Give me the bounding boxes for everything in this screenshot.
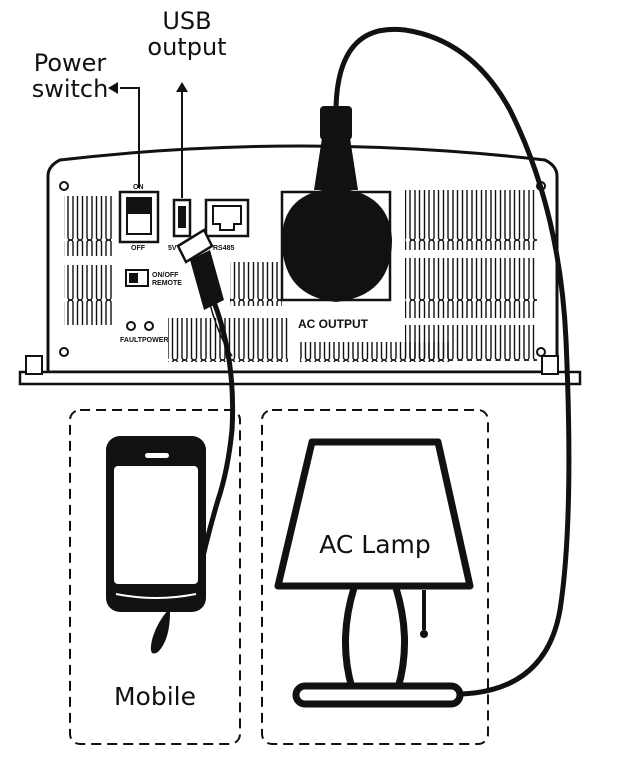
usb-output-line1: USB — [162, 7, 212, 35]
usb-output-callout — [176, 82, 188, 198]
usb-plug — [176, 228, 224, 310]
vent-right-bottom — [405, 325, 537, 361]
vent-right-lower — [405, 258, 537, 318]
inverter-foot-left — [25, 355, 43, 375]
vent-left-lower — [64, 265, 114, 325]
screw-top-left — [59, 181, 69, 191]
dip-label-line2: REMOTE — [152, 280, 182, 287]
vent-mid — [230, 262, 282, 306]
dip-label-line1: ON/OFF — [152, 272, 179, 279]
power-switch-label: Power switch — [20, 50, 120, 102]
lamp-box — [261, 409, 489, 745]
rs485-label: RS485 — [213, 245, 235, 252]
usb-cable-callout-line — [203, 277, 233, 357]
rs485-port[interactable] — [204, 198, 250, 238]
usb-output-line2: output — [147, 33, 227, 61]
ac-plug — [282, 106, 392, 302]
power-switch[interactable] — [118, 190, 160, 244]
inverter-foot-right — [541, 355, 559, 375]
switch-off-label: OFF — [131, 245, 146, 252]
ac-lamp-label: AC Lamp — [319, 530, 431, 559]
power-switch-line1: Power — [33, 49, 107, 77]
usb-port[interactable] — [172, 198, 192, 238]
mobile-label: Mobile — [113, 682, 196, 711]
remote-dip-switch[interactable] — [125, 269, 149, 287]
screw-bottom-left — [59, 347, 69, 357]
power-switch-line2: switch — [31, 75, 109, 103]
inverter-base-flange — [18, 370, 582, 386]
vent-right-upper — [405, 190, 537, 250]
mobile-phone-icon — [106, 436, 206, 654]
vent-left-upper — [64, 196, 114, 256]
fault-led — [126, 321, 136, 331]
mobile-box — [69, 409, 241, 745]
usb-port-label: 5V 1A — [168, 245, 187, 252]
ac-output-label: AC OUTPUT — [298, 317, 369, 331]
usb-output-label: USB output — [132, 8, 242, 60]
power-switch-callout — [108, 82, 140, 188]
power-led — [144, 321, 154, 331]
ac-lamp-icon — [274, 438, 474, 708]
usb-mobile-cable — [193, 299, 236, 591]
ac-lamp-cable — [333, 26, 572, 697]
fault-label: FAULT — [120, 337, 143, 344]
power-led-label: POWER — [142, 337, 168, 344]
